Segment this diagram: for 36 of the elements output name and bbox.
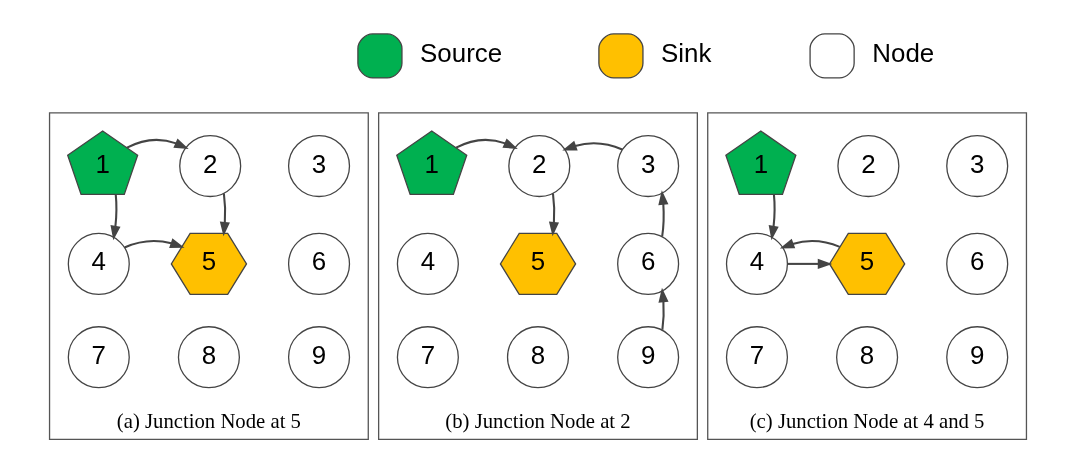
arrow bbox=[548, 193, 559, 237]
arrow bbox=[219, 193, 230, 237]
node-circle: 2 bbox=[178, 134, 241, 198]
arrow bbox=[455, 138, 518, 149]
node-circle: 9 bbox=[945, 326, 1008, 389]
node-circle: 7 bbox=[67, 326, 130, 389]
node-circle: 3 bbox=[616, 134, 679, 198]
node-circle: 9 bbox=[616, 326, 679, 389]
node-circle: 8 bbox=[835, 326, 898, 389]
node-circle: 6 bbox=[945, 232, 1008, 295]
arrow bbox=[787, 258, 832, 269]
arrow bbox=[768, 194, 779, 241]
arrow bbox=[779, 238, 840, 249]
node-circle: 2 bbox=[836, 134, 899, 198]
legend-label: Source bbox=[419, 39, 502, 68]
node-circle: 4 bbox=[67, 232, 130, 295]
node-circle: 9 bbox=[287, 326, 350, 389]
node-circle: 3 bbox=[945, 134, 1008, 198]
node-circle: 6 bbox=[616, 232, 679, 295]
node-circle: 4 bbox=[725, 232, 788, 295]
arrow bbox=[109, 194, 121, 241]
legend-label: Node bbox=[871, 39, 934, 68]
node-circle: 7 bbox=[396, 326, 459, 389]
node-circle: 3 bbox=[287, 134, 350, 198]
node-circle: 7 bbox=[725, 326, 788, 389]
arrow bbox=[657, 190, 668, 237]
node-circle: 6 bbox=[287, 232, 350, 295]
arrow bbox=[657, 287, 669, 330]
node-circle: 2 bbox=[507, 134, 570, 198]
legend-label: Sink bbox=[660, 39, 711, 68]
node-circle: 8 bbox=[177, 326, 240, 389]
node-circle: 8 bbox=[506, 326, 569, 389]
arrow bbox=[123, 238, 185, 249]
arrow bbox=[126, 138, 189, 149]
arrow bbox=[561, 140, 623, 151]
node-circle: 4 bbox=[396, 232, 459, 295]
